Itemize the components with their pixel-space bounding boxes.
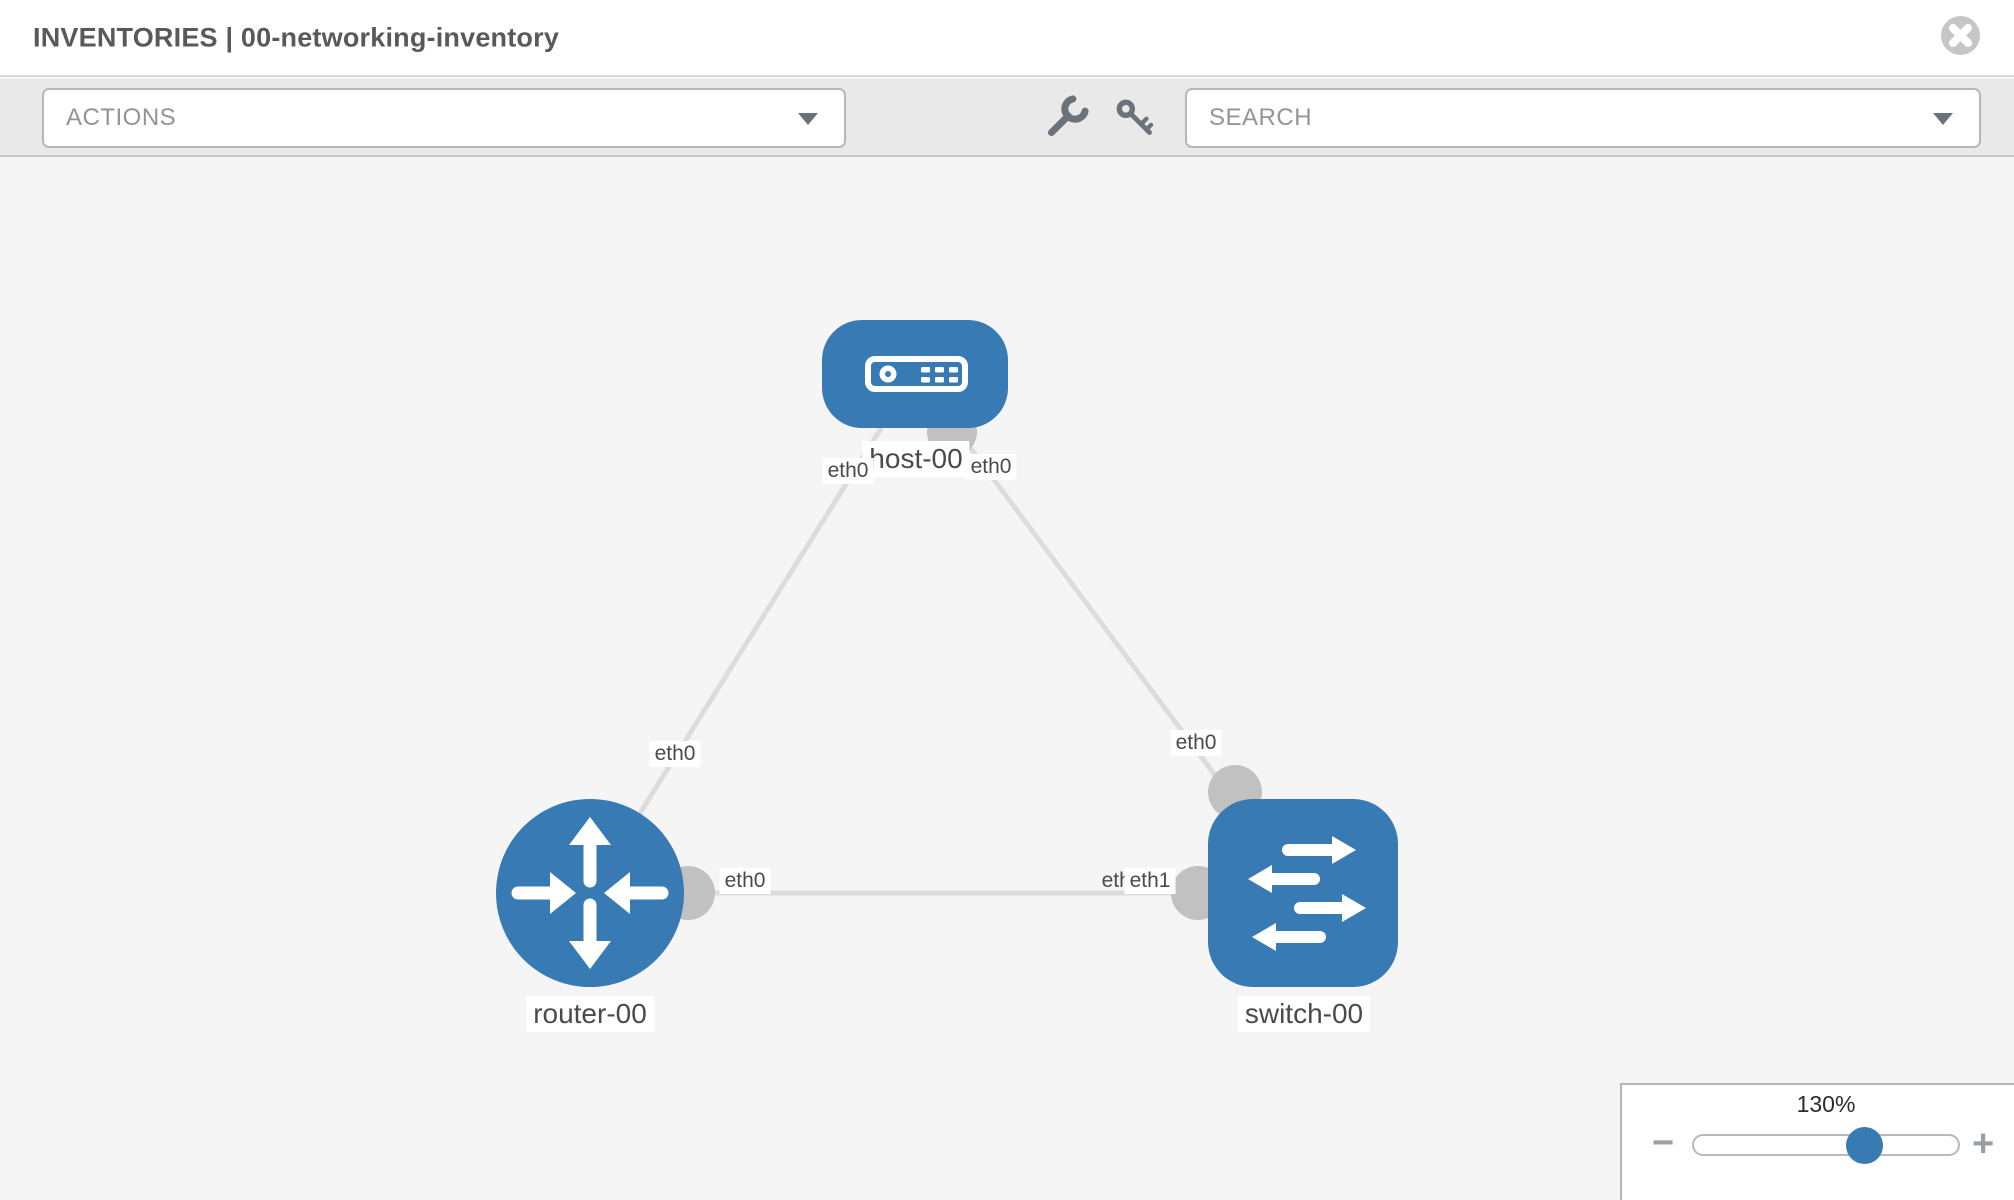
- node-label-router: router-00: [526, 996, 654, 1032]
- wrench-icon: [1047, 95, 1089, 137]
- node-host-00[interactable]: [822, 320, 1008, 428]
- close-button[interactable]: [1941, 16, 1980, 55]
- switch-icon: [1248, 836, 1366, 951]
- node-router-00[interactable]: [496, 799, 684, 987]
- interface-label: eth0: [822, 458, 874, 484]
- node-label-switch: switch-00: [1237, 996, 1371, 1032]
- interface-label: eth0: [1170, 730, 1222, 756]
- node-switch-00[interactable]: [1208, 799, 1398, 987]
- zoom-slider-handle[interactable]: [1846, 1127, 1883, 1164]
- zoom-in-button[interactable]: +: [1972, 1123, 1995, 1165]
- topology-canvas[interactable]: host-00 router-00 switch-00 eth0 eth0 et…: [0, 159, 2014, 1200]
- topology-graph: [496, 320, 1398, 987]
- router-icon: [511, 817, 669, 969]
- toolbar: ACTIONS SEARCH: [0, 79, 2014, 157]
- configure-button[interactable]: [1039, 91, 1093, 145]
- key-button[interactable]: [1108, 91, 1162, 145]
- node-label-host: host-00: [862, 441, 970, 477]
- interface-label: eth1: [1124, 868, 1176, 894]
- actions-dropdown[interactable]: ACTIONS: [42, 88, 846, 148]
- chevron-down-icon: [798, 113, 818, 125]
- close-icon: [1949, 24, 1972, 47]
- interface-label: eth0: [649, 741, 701, 767]
- search-placeholder: SEARCH: [1209, 104, 1313, 131]
- chevron-down-icon: [1933, 113, 1953, 125]
- zoom-panel: 130% − +: [1620, 1083, 2014, 1200]
- interface-label: eth0: [719, 868, 771, 894]
- page-title: INVENTORIES | 00-networking-inventory: [33, 22, 560, 52]
- key-icon: [1116, 99, 1154, 135]
- header-bar: INVENTORIES | 00-networking-inventory: [0, 0, 2014, 77]
- zoom-slider-track[interactable]: [1692, 1134, 1960, 1156]
- interface-label: eth0: [965, 454, 1017, 480]
- zoom-level-value: 130%: [1796, 1091, 1856, 1117]
- search-combobox[interactable]: SEARCH: [1185, 88, 1981, 148]
- actions-dropdown-label: ACTIONS: [66, 104, 177, 131]
- host-icon: [865, 356, 968, 392]
- zoom-out-button[interactable]: −: [1652, 1122, 1675, 1164]
